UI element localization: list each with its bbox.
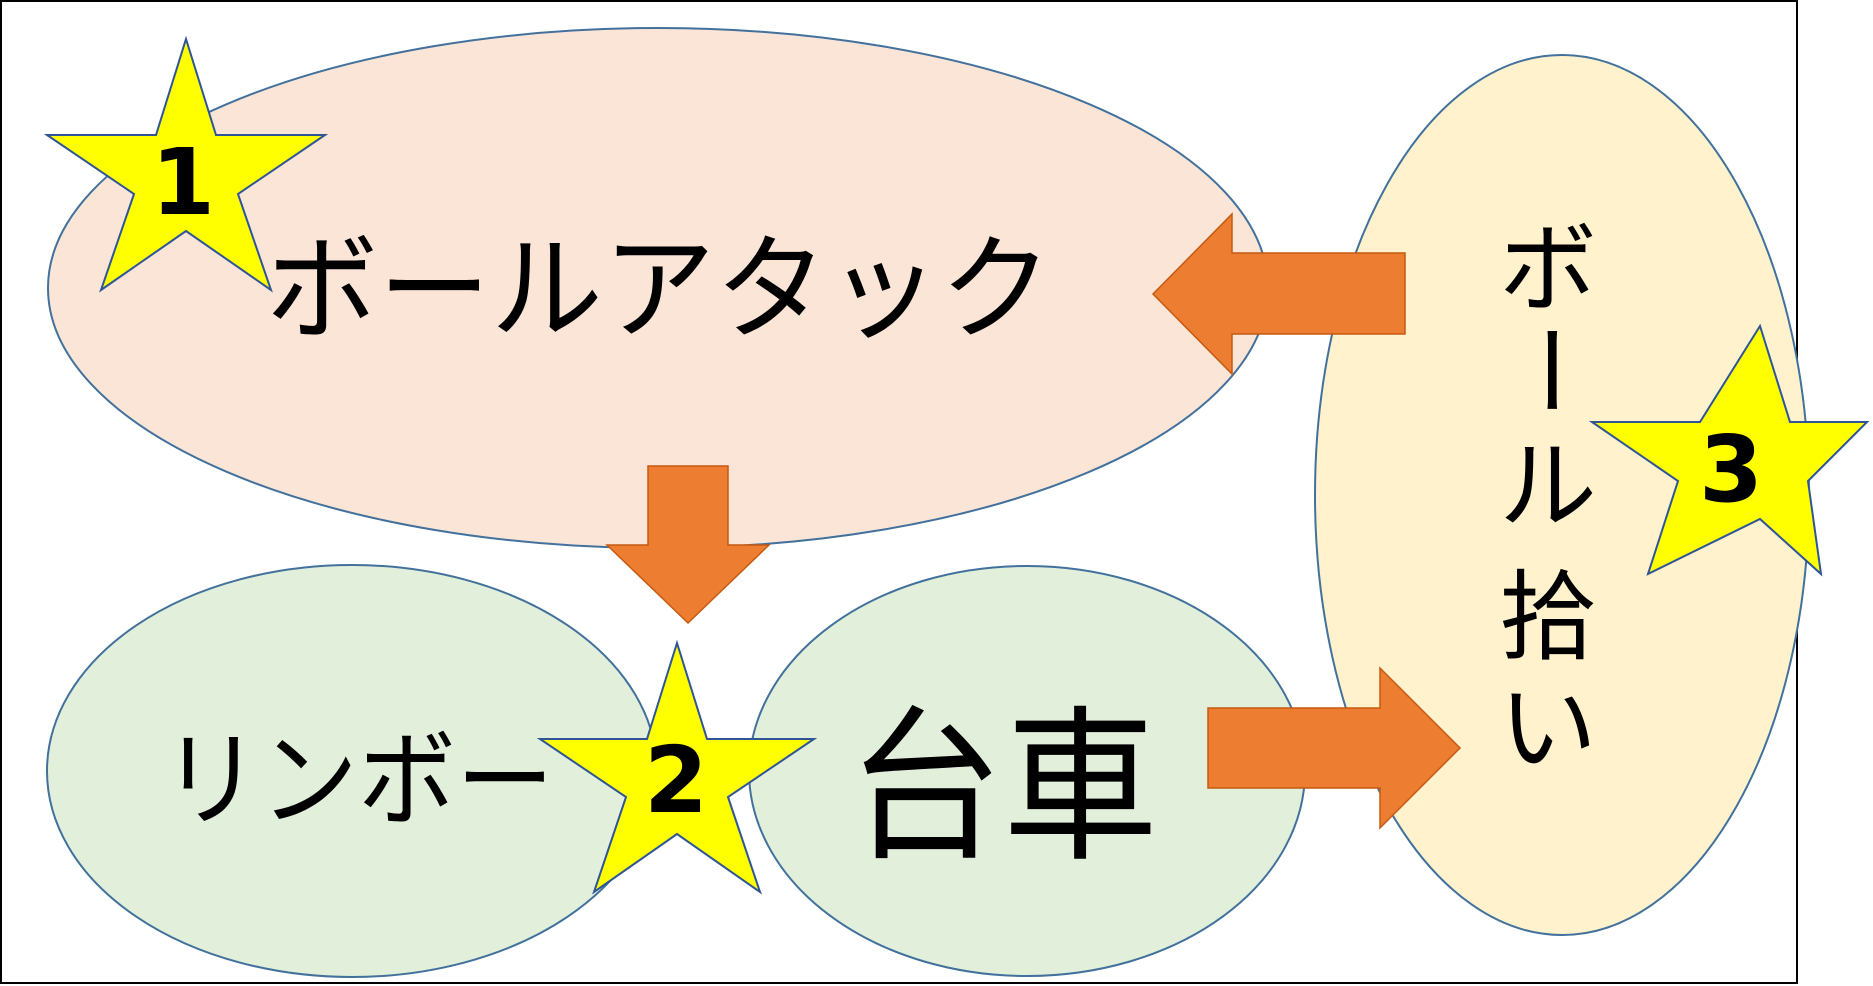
star-2: 2	[536, 639, 818, 895]
arrow-down	[605, 465, 771, 625]
star-3: 3	[1588, 323, 1870, 577]
star-3-shape	[1588, 323, 1870, 577]
label-ball-pickup-char-4: 拾	[1499, 561, 1597, 675]
arrow-right	[1207, 666, 1462, 830]
star-3-number: 3	[1699, 416, 1763, 523]
star-2-number: 2	[644, 727, 708, 834]
label-ball-pickup-char-2: ー	[1491, 321, 1605, 419]
star-1: 1	[43, 35, 329, 293]
star-2-shape	[536, 639, 818, 895]
label-ball-pickup: ボ ー ル 拾 い	[1491, 213, 1605, 786]
label-ball-pickup-char-3: ル	[1499, 430, 1597, 544]
label-cart: 台車	[848, 692, 1158, 885]
star-1-number: 1	[151, 129, 215, 236]
label-ball-pickup-char-1: ボ	[1499, 213, 1597, 327]
label-ball-attack: ボールアタック	[266, 223, 1052, 357]
star-1-shape	[43, 35, 329, 293]
label-ball-pickup-char-5: い	[1499, 672, 1597, 786]
label-limbo: リンボー	[162, 720, 554, 842]
arrow-left	[1151, 212, 1406, 376]
